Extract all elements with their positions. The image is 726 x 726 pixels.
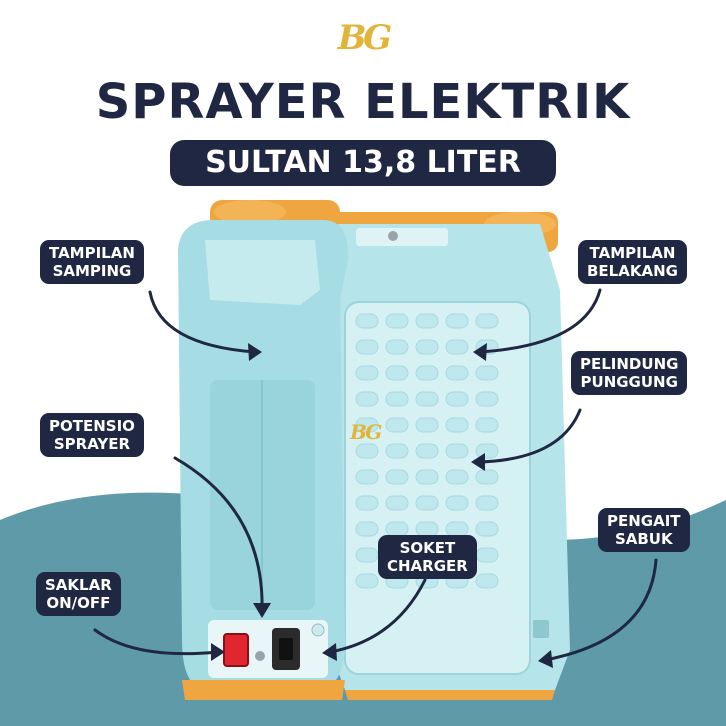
tank-back-view bbox=[330, 212, 570, 700]
brand-logo: BG bbox=[337, 18, 392, 58]
arrow-potensio bbox=[173, 456, 264, 614]
arrow-heads bbox=[211, 343, 553, 668]
callout-potensio-sprayer: POTENSIO SPRAYER bbox=[40, 413, 144, 457]
arrow-belakang bbox=[478, 288, 602, 354]
arrow-pengait bbox=[543, 558, 658, 662]
callout-pengait-sabuk: PENGAIT SABUK bbox=[598, 508, 690, 552]
potentiometer-knob bbox=[255, 651, 265, 661]
callout-tampilan-samping: TAMPILAN SAMPING bbox=[40, 240, 144, 284]
callout-saklar-on-off: SAKLAR ON/OFF bbox=[36, 572, 121, 616]
back-pad bbox=[344, 301, 531, 675]
arrow-pelindung bbox=[476, 408, 582, 464]
page-title: SPRAYER ELEKTRIK bbox=[95, 74, 631, 130]
power-switch bbox=[223, 633, 249, 667]
tank-side-view bbox=[178, 200, 349, 700]
callout-pelindung-punggung: PELINDUNG PUNGGUNG bbox=[571, 351, 688, 395]
arrow-soket bbox=[328, 578, 427, 654]
belt-hook bbox=[533, 620, 549, 638]
watermark-logo: BG bbox=[350, 420, 382, 444]
back-pad-bumps bbox=[355, 313, 499, 589]
callout-tampilan-belakang: TAMPILAN BELAKANG bbox=[578, 240, 687, 284]
callout-soket-charger: SOKET CHARGER bbox=[378, 535, 477, 579]
arrow-samping bbox=[148, 290, 257, 354]
arrow-saklar bbox=[93, 628, 220, 656]
callout-arrows bbox=[93, 288, 658, 662]
subtitle-badge: SULTAN 13,8 LITER bbox=[170, 140, 556, 186]
